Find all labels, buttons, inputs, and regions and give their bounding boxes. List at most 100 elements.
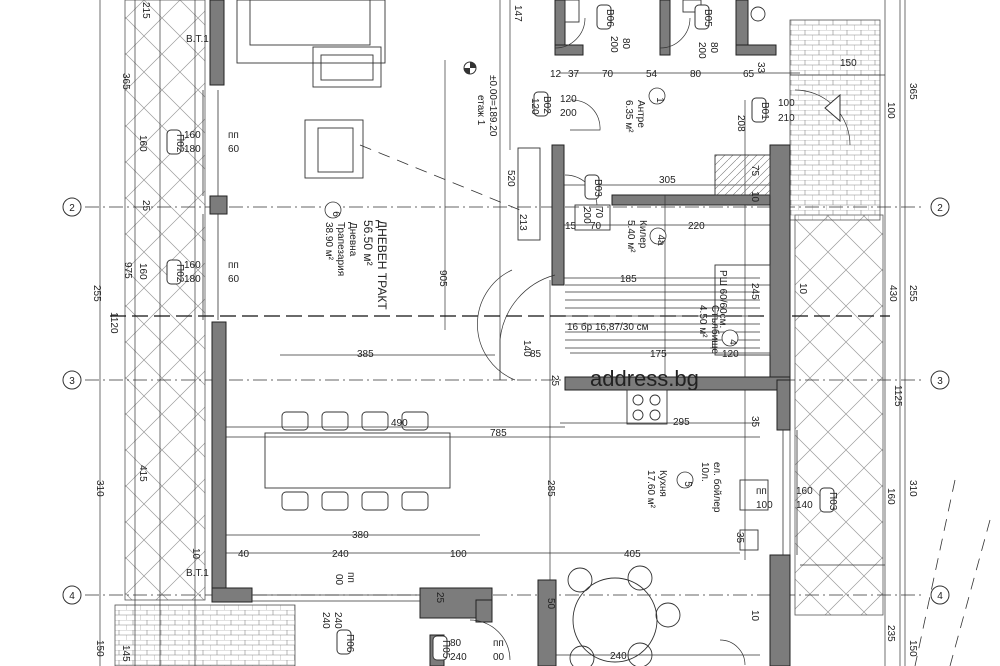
axis-bubble-3-left: 3 (62, 370, 82, 390)
svg-text:4: 4 (69, 591, 75, 602)
svg-text:240: 240 (332, 612, 343, 629)
svg-text:490: 490 (391, 418, 408, 429)
svg-text:785: 785 (490, 428, 507, 439)
svg-text:150: 150 (840, 58, 857, 69)
svg-text:80: 80 (708, 42, 719, 54)
svg-text:185: 185 (620, 274, 637, 285)
room-number-1: 1 (654, 97, 665, 103)
svg-text:пп: пп (228, 130, 239, 141)
svg-text:60: 60 (228, 274, 240, 285)
svg-text:140: 140 (521, 340, 532, 357)
svg-text:В06: В06 (604, 9, 615, 27)
svg-text:10: 10 (797, 283, 808, 295)
svg-text:145: 145 (120, 645, 131, 662)
room-number-4: 4 (727, 339, 738, 345)
svg-text:54: 54 (646, 69, 658, 80)
svg-text:25: 25 (549, 375, 560, 387)
svg-text:В05: В05 (702, 9, 713, 27)
svg-text:П02: П02 (174, 264, 185, 283)
svg-text:200: 200 (581, 207, 592, 224)
svg-text:100: 100 (450, 549, 467, 560)
svg-text:200: 200 (560, 108, 577, 119)
room-numbers: 1 4а 4 5 6 (330, 97, 738, 487)
door-tag-b02: В02 120 200 (533, 91, 577, 119)
axis-bubble-4-right: 4 (930, 585, 950, 605)
svg-text:35: 35 (734, 532, 745, 544)
svg-text:430: 430 (887, 285, 898, 302)
svg-text:208: 208 (735, 115, 746, 132)
svg-text:905: 905 (437, 270, 448, 287)
svg-text:пп: пп (756, 486, 767, 497)
svg-text:2: 2 (937, 203, 943, 214)
axis-bubble-2-right: 2 (930, 197, 950, 217)
watermark: address.bg (590, 366, 699, 391)
svg-text:В02: В02 (541, 96, 552, 114)
svg-text:160: 160 (137, 263, 148, 280)
svg-text:140: 140 (796, 500, 813, 511)
svg-text:120: 120 (560, 94, 577, 105)
svg-text:70: 70 (602, 69, 614, 80)
room-area-antre: 6.35 м² (623, 100, 634, 133)
svg-text:80: 80 (690, 69, 702, 80)
axis-bubble-2-left: 2 (62, 197, 82, 217)
notes: 16 бр 16,87/30 см РШ 60/60см. ел. бойлер… (186, 34, 728, 579)
svg-text:пп: пп (228, 260, 239, 271)
door-tag-b01: В01 100 210 (751, 97, 795, 124)
room-bubbles (324, 87, 739, 489)
room-area-stair: 4.50 м² (697, 305, 708, 338)
svg-text:255: 255 (91, 285, 102, 302)
boiler-note: ел. бойлер (711, 462, 723, 513)
stair-note: 16 бр 16,87/30 см (567, 321, 649, 333)
vt-note-bottom: В.Т.1 (186, 568, 209, 579)
svg-text:160: 160 (885, 488, 896, 505)
svg-text:100: 100 (885, 102, 896, 119)
shaft-note: РШ 60/60см. (717, 270, 728, 328)
entrance-arrow-icon (824, 93, 841, 123)
svg-text:37: 37 (568, 69, 580, 80)
svg-text:3: 3 (69, 376, 75, 387)
svg-text:380: 380 (352, 530, 369, 541)
terrace-east (794, 214, 884, 616)
window-tag-n03: П03 160 140 пп 100 (756, 486, 838, 513)
svg-text:310: 310 (94, 480, 105, 497)
svg-text:10: 10 (190, 548, 201, 560)
door-tag-b06: В06 80 200 (596, 4, 631, 53)
svg-text:240: 240 (610, 651, 627, 662)
axis-bubbles: 2 3 4 2 3 4 (62, 197, 950, 605)
svg-text:150: 150 (94, 640, 105, 657)
svg-text:1120: 1120 (108, 312, 119, 334)
room-name-kitchen: Кухня (657, 470, 668, 497)
door-tag-b05: В05 80 200 (694, 4, 719, 59)
svg-text:240: 240 (450, 652, 467, 663)
svg-text:25: 25 (140, 200, 151, 212)
svg-text:П06: П06 (344, 634, 355, 653)
svg-text:75: 75 (749, 165, 760, 177)
dim-213: 213 (517, 214, 528, 231)
axis-bubble-3-right: 3 (930, 370, 950, 390)
svg-text:405: 405 (624, 549, 641, 560)
svg-text:365: 365 (120, 73, 131, 90)
svg-text:50: 50 (545, 598, 556, 610)
svg-text:15: 15 (565, 221, 577, 232)
svg-text:3: 3 (937, 376, 943, 387)
svg-text:160: 160 (796, 486, 813, 497)
room-area-kitchen: 17.60 м² (645, 470, 656, 509)
svg-text:255: 255 (907, 285, 918, 302)
walls (209, 0, 791, 666)
svg-text:220: 220 (688, 221, 705, 232)
window-tag-n02-lower: П02 160 180 пп 60 (166, 259, 240, 285)
window-tag-n05: П05 80 240 пп 00 (432, 635, 505, 663)
room-name-stair: Стълбище (709, 305, 721, 354)
floor-label: етаж 1 (475, 95, 486, 126)
room-area-living: 38.90 м² (323, 222, 334, 261)
svg-text:295: 295 (673, 417, 690, 428)
svg-text:П03: П03 (827, 492, 838, 511)
svg-text:175: 175 (650, 349, 667, 360)
svg-text:10: 10 (749, 610, 760, 622)
svg-text:1125: 1125 (892, 385, 903, 407)
svg-text:180: 180 (184, 274, 201, 285)
furniture (236, 0, 771, 666)
svg-text:85: 85 (530, 349, 542, 360)
svg-text:100: 100 (756, 500, 773, 511)
svg-text:70: 70 (593, 207, 604, 219)
